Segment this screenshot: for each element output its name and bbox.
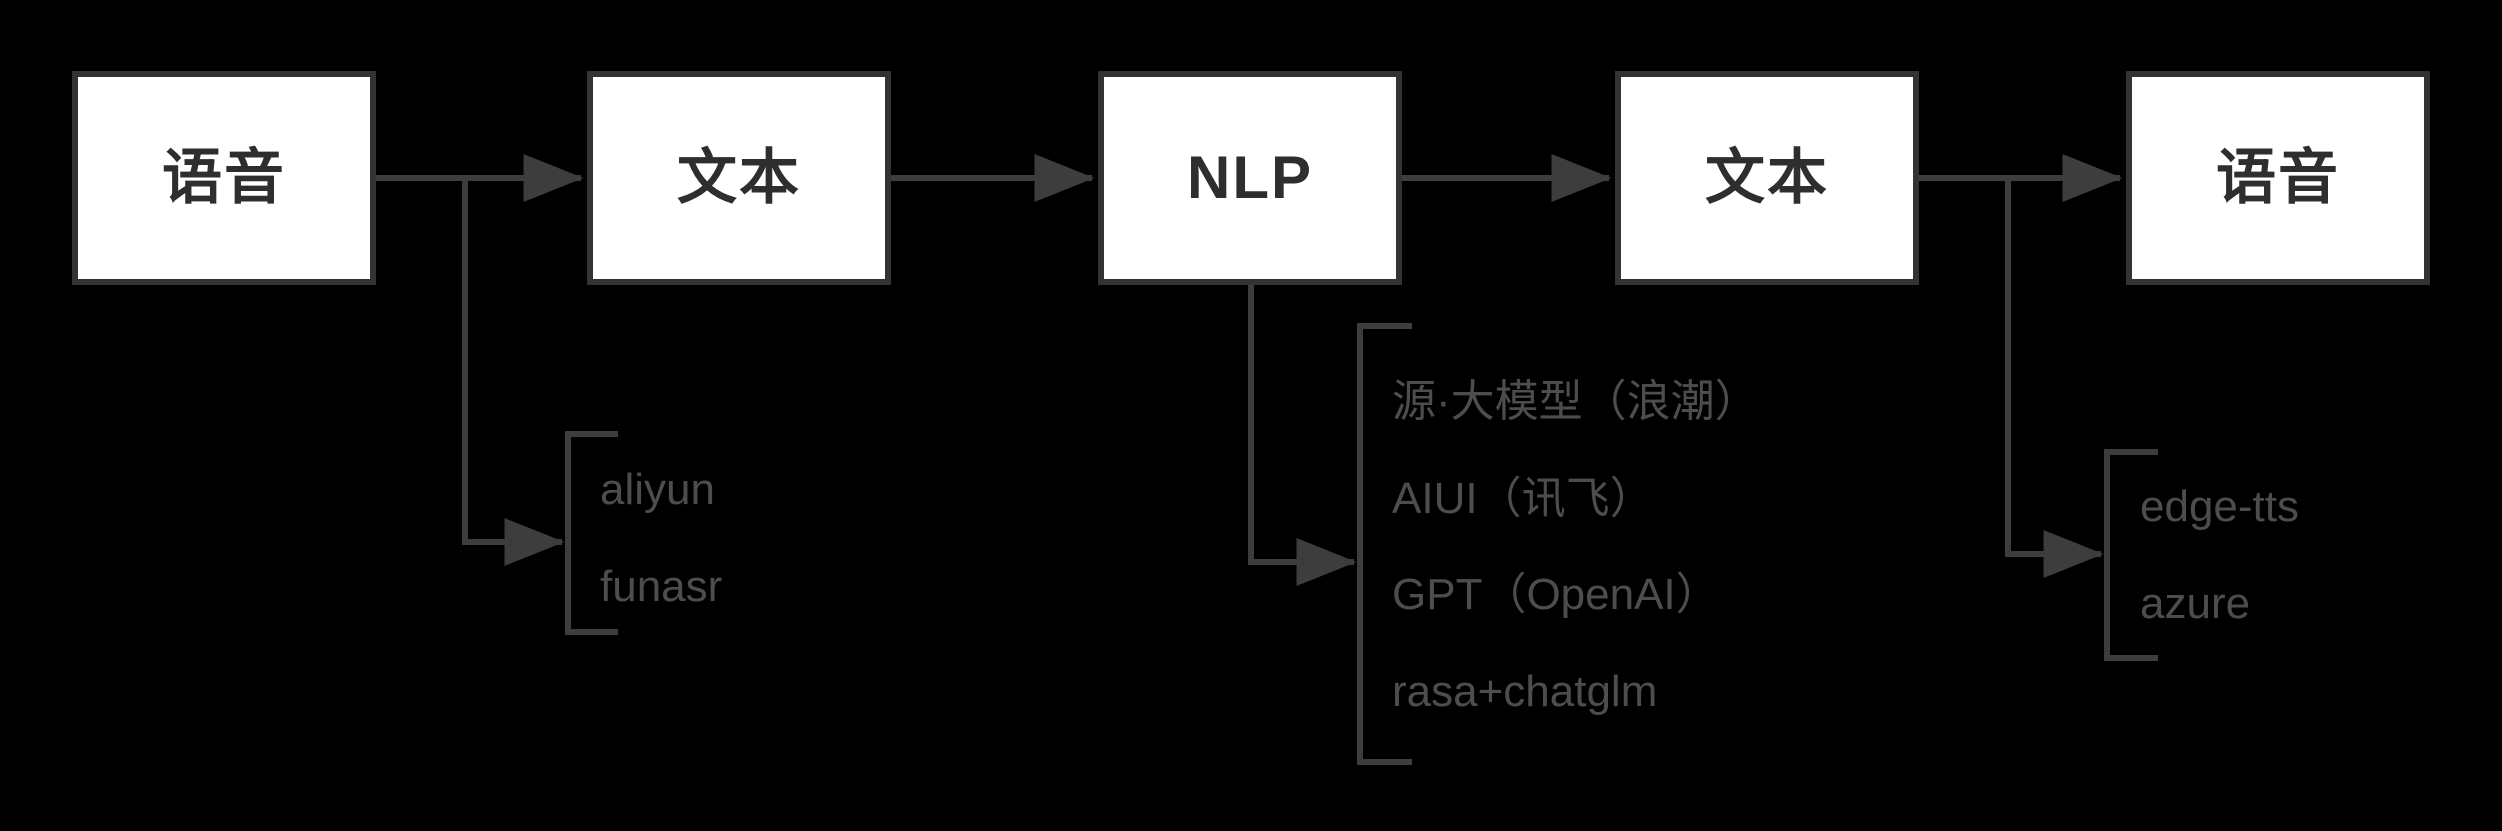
edge-asr-branch [462,178,565,566]
tts-option-edge-tts[interactable]: edge-tts [2140,482,2299,531]
node-text-in[interactable]: 文本 [587,71,891,285]
bracket-asr-options [565,431,618,635]
nlp-option-yuan-llm[interactable]: 源·大模型（浪潮） [1392,377,1759,426]
node-text-out[interactable]: 文本 [1615,71,1919,285]
nlp-option-aiui[interactable]: AIUI（讯飞） [1392,474,1654,523]
edge-nlp-branch [1248,285,1357,586]
nlp-option-rasa-chatglm[interactable]: rasa+chatglm [1392,667,1658,716]
tts-option-azure[interactable]: azure [2140,579,2251,628]
node-speech-out-label: 语音 [2216,144,2340,211]
node-text-out-label: 文本 [1705,144,1829,211]
asr-option-funasr[interactable]: funasr [600,562,723,611]
node-speech-out[interactable]: 语音 [2126,71,2430,285]
bracket-nlp-options [1357,323,1412,765]
node-nlp[interactable]: NLP [1098,71,1402,285]
nlp-option-gpt[interactable]: GPT（OpenAI） [1392,570,1720,619]
node-nlp-label: NLP [1187,144,1313,211]
node-text-in-label: 文本 [677,144,801,211]
node-speech-in[interactable]: 语音 [72,71,376,285]
edge-tts-branch [2005,178,2104,578]
asr-option-aliyun[interactable]: aliyun [600,465,715,514]
bracket-tts-options [2104,449,2158,661]
node-speech-in-label: 语音 [162,144,286,211]
